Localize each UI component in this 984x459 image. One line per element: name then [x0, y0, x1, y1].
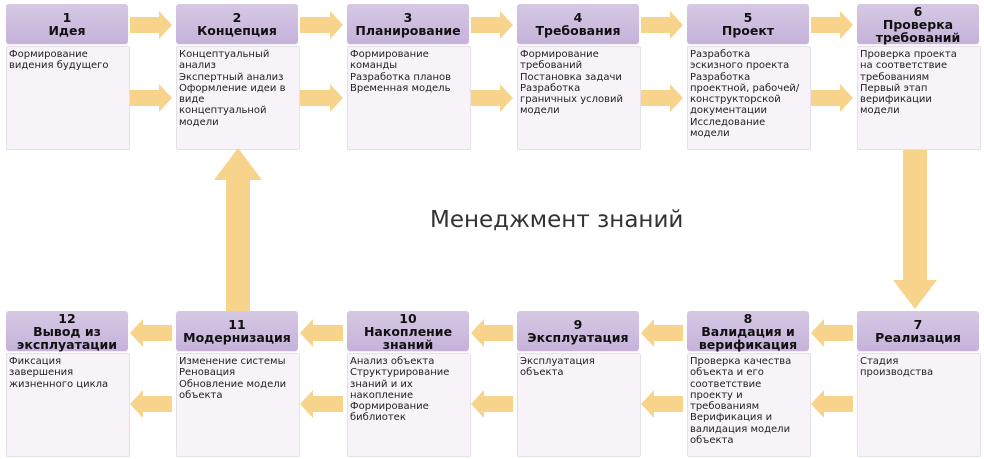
arrow-left-icon — [471, 390, 513, 418]
arrow-right-icon — [641, 11, 683, 39]
stage-title: Проверка требований — [875, 16, 961, 45]
arrow-left-icon — [300, 319, 343, 347]
stage-description: Проверка проекта на соответствие требова… — [857, 46, 981, 150]
stage-description: Разработка эскизного проекта Разработка … — [687, 46, 811, 150]
arrow-right-icon — [471, 11, 513, 39]
stage-description: Анализ объекта Структурирование знаний и… — [347, 353, 471, 457]
arrow-left-icon — [130, 390, 172, 418]
arrow-right-icon — [811, 84, 853, 112]
stage-number: 8 — [743, 310, 753, 326]
stage-description: Фиксация завершения жизненного цикла — [6, 353, 130, 457]
stage-number: 10 — [399, 310, 417, 326]
arrow-up-icon — [214, 148, 262, 311]
stage-number: 1 — [62, 10, 72, 25]
arrow-left-icon — [811, 390, 853, 418]
arrow-down-icon — [893, 150, 937, 309]
arrow-right-icon — [130, 11, 172, 39]
stage-number: 12 — [58, 310, 76, 326]
stage-description: Формирование требований Постановка задач… — [517, 46, 641, 150]
stage-description: Формирование команды Разработка планов В… — [347, 46, 471, 150]
stage-number: 4 — [573, 10, 583, 25]
stage-title: Накопление знаний — [363, 323, 453, 352]
stage-description: Проверка качества объекта и его соответс… — [687, 353, 811, 457]
stage-title: Валидация и верификация — [698, 323, 798, 352]
arrow-right-icon — [300, 11, 343, 39]
arrow-right-icon — [641, 84, 683, 112]
stage-title: Концепция — [197, 23, 277, 38]
stage-description: Стадия производства — [857, 353, 981, 457]
stage-number: 5 — [743, 10, 753, 25]
arrow-left-icon — [641, 390, 683, 418]
stage-title: Эксплуатация — [527, 330, 629, 345]
arrow-right-icon — [811, 11, 853, 39]
stage-description: Концептуальный анализ Экспертный анализ … — [176, 46, 300, 150]
stage-number: 11 — [228, 317, 246, 332]
stage-title: Проект — [721, 23, 775, 38]
arrow-right-icon — [471, 84, 513, 112]
stage-title: Идея — [48, 23, 86, 38]
arrow-left-icon — [811, 319, 853, 347]
stage-number: 6 — [913, 3, 923, 19]
stage-number: 3 — [403, 10, 413, 25]
arrow-right-icon — [300, 84, 343, 112]
arrow-left-icon — [300, 390, 343, 418]
stage-description: Формирование видения будущего — [6, 46, 130, 150]
stage-title: Требования — [535, 23, 621, 38]
arrow-left-icon — [641, 319, 683, 347]
arrow-left-icon — [130, 319, 172, 347]
stage-description: Изменение системы Реновация Обновление м… — [176, 353, 300, 457]
stage-number: 9 — [573, 317, 583, 332]
stage-title: Модернизация — [183, 330, 291, 345]
stage-title: Планирование — [355, 23, 461, 38]
stage-number: 2 — [232, 10, 242, 25]
arrow-right-icon — [130, 84, 172, 112]
stage-title: Реализация — [875, 330, 961, 345]
stage-number: 7 — [913, 317, 923, 332]
diagram-title: Менеджмент знаний — [430, 207, 684, 233]
stage-title: Вывод из эксплуатации — [16, 323, 118, 352]
arrow-left-icon — [471, 319, 513, 347]
stage-description: Эксплуатация объекта — [517, 353, 641, 457]
